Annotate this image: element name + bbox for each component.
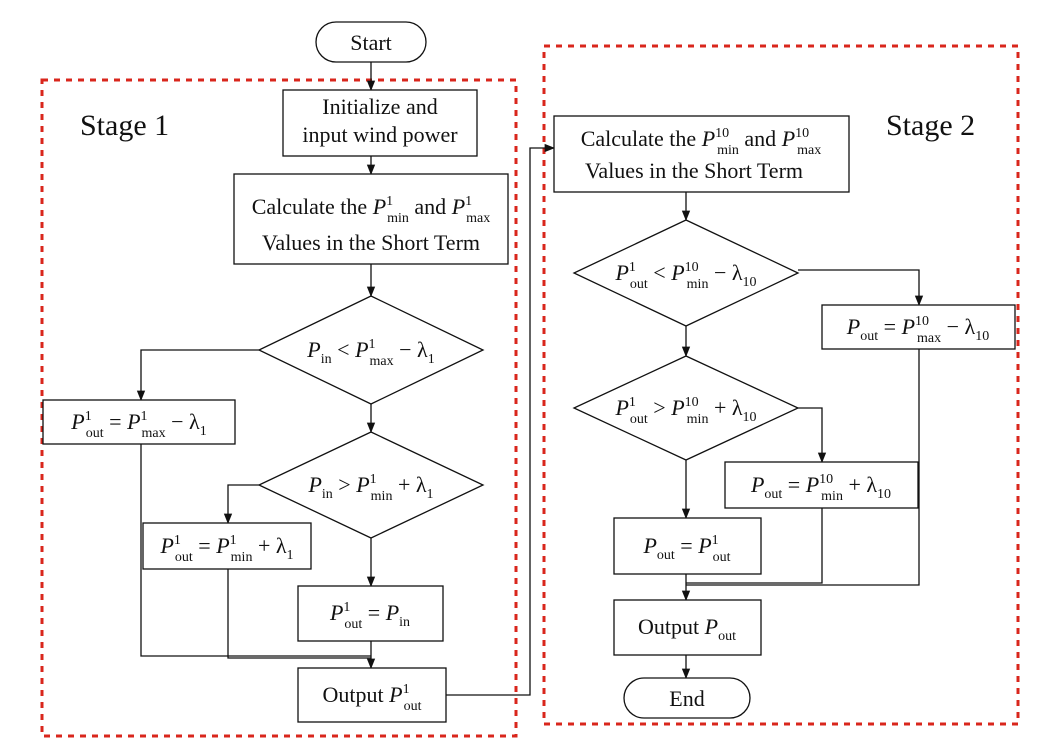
arrow-dec3-right xyxy=(798,269,924,307)
output1-box xyxy=(297,667,447,723)
init-line1: Initialize and xyxy=(322,94,437,119)
merge-line-right xyxy=(686,349,920,586)
merge-line-mid xyxy=(227,569,371,659)
output2-box xyxy=(613,599,762,656)
output2-text: Output Pout xyxy=(638,614,736,644)
end-label: End xyxy=(669,686,704,711)
start-label: Start xyxy=(350,30,392,55)
arrow-dec1-left xyxy=(136,349,259,402)
stage2-label: Stage 2 xyxy=(886,109,975,142)
pout-eq-pmax-box xyxy=(42,399,236,445)
init-box xyxy=(282,89,478,157)
pout-eq-pout1-box xyxy=(613,517,762,575)
calc1-line2: Values in the Short Term xyxy=(262,230,480,255)
end-terminal xyxy=(623,677,751,719)
pout-eq-pin-box xyxy=(297,585,444,642)
arrow-stage1-stage2 xyxy=(446,143,556,696)
pout-eq-pmax10-box xyxy=(821,304,1016,350)
merge-line-mid2 xyxy=(686,508,823,584)
calc2-line2: Values in the Short Term xyxy=(585,158,803,183)
stage1-boundary xyxy=(40,78,518,738)
arrow-dec2-left xyxy=(223,484,259,525)
calc2-box xyxy=(553,115,850,193)
pout-eq-pmin10-box xyxy=(724,461,919,509)
init-line2: input wind power xyxy=(302,122,458,147)
stage1-label: Stage 1 xyxy=(80,109,169,142)
pout-eq-pmin-box xyxy=(142,522,312,570)
arrow-dec4-right xyxy=(798,407,827,464)
merge-line-left xyxy=(140,444,371,657)
